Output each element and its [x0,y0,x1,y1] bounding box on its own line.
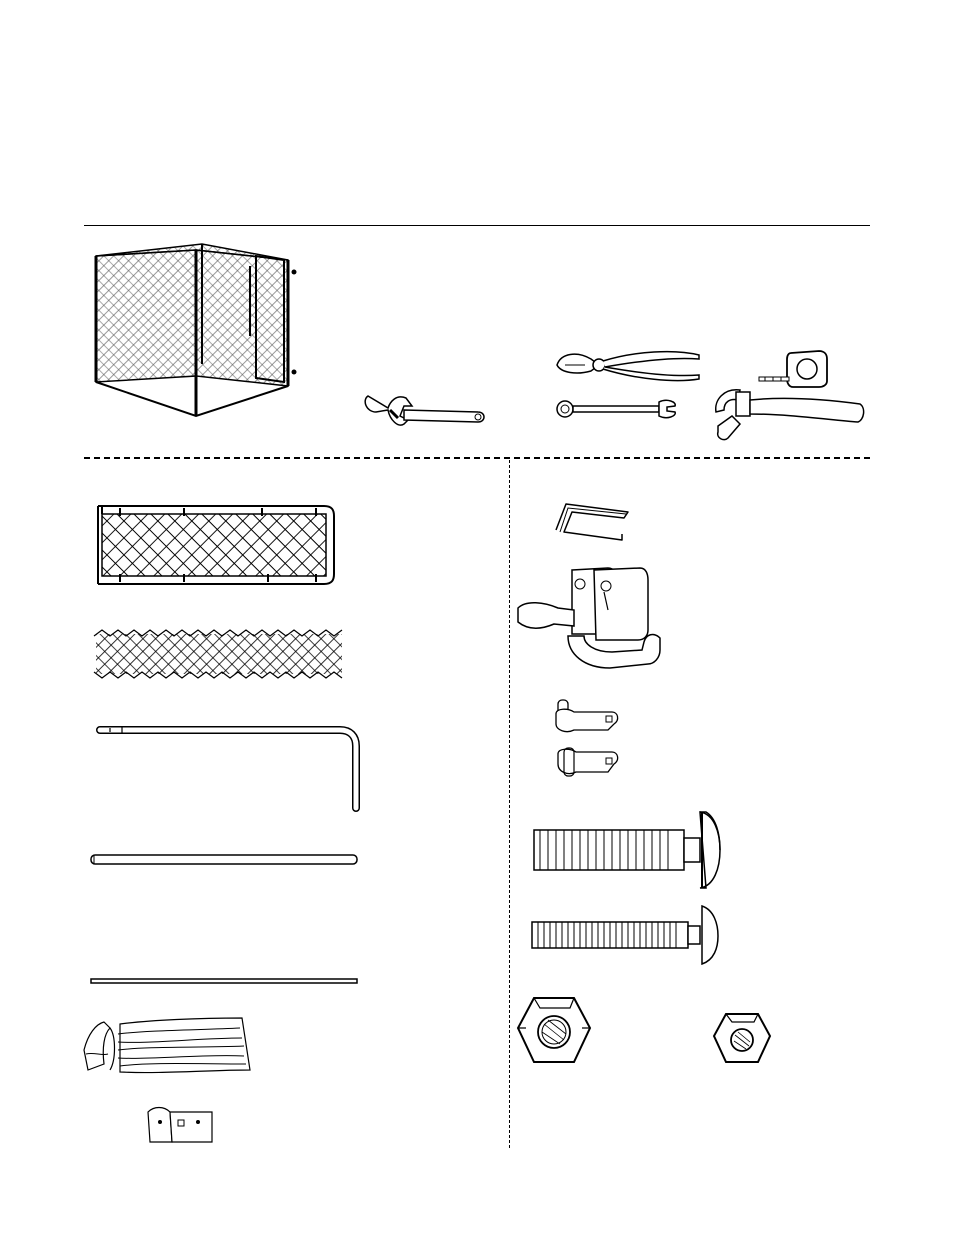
hammer-icon [710,386,866,444]
hex-nut-small-illustration [712,1010,774,1066]
tie-wires-bundle-illustration [80,1014,252,1084]
hex-nut-large-illustration [516,994,592,1066]
combination-wrench-icon [555,398,680,420]
bent-corner-rod-illustration [96,724,362,814]
gate-panel-illustration [90,504,338,590]
wire-hook-clip-illustration [552,500,634,544]
section-dashed-divider [84,457,870,459]
gate-latch-assembly-illustration [514,564,664,684]
carriage-bolt-large-illustration [530,808,722,894]
tape-measure-icon [757,347,829,391]
straight-rail-illustration [88,852,360,868]
top-divider [84,225,870,226]
adjustable-wrench-icon [360,390,490,434]
assembled-kennel-illustration [84,236,304,432]
chain-link-roll-illustration [92,626,346,682]
tension-bar-illustration [88,976,360,986]
carriage-bolt-small-illustration [530,904,726,966]
strap-bracket-illustration [144,1102,218,1146]
column-dashed-divider [509,460,510,1148]
pliers-icon [555,345,705,387]
hinge-clamp-illustration [552,698,624,792]
